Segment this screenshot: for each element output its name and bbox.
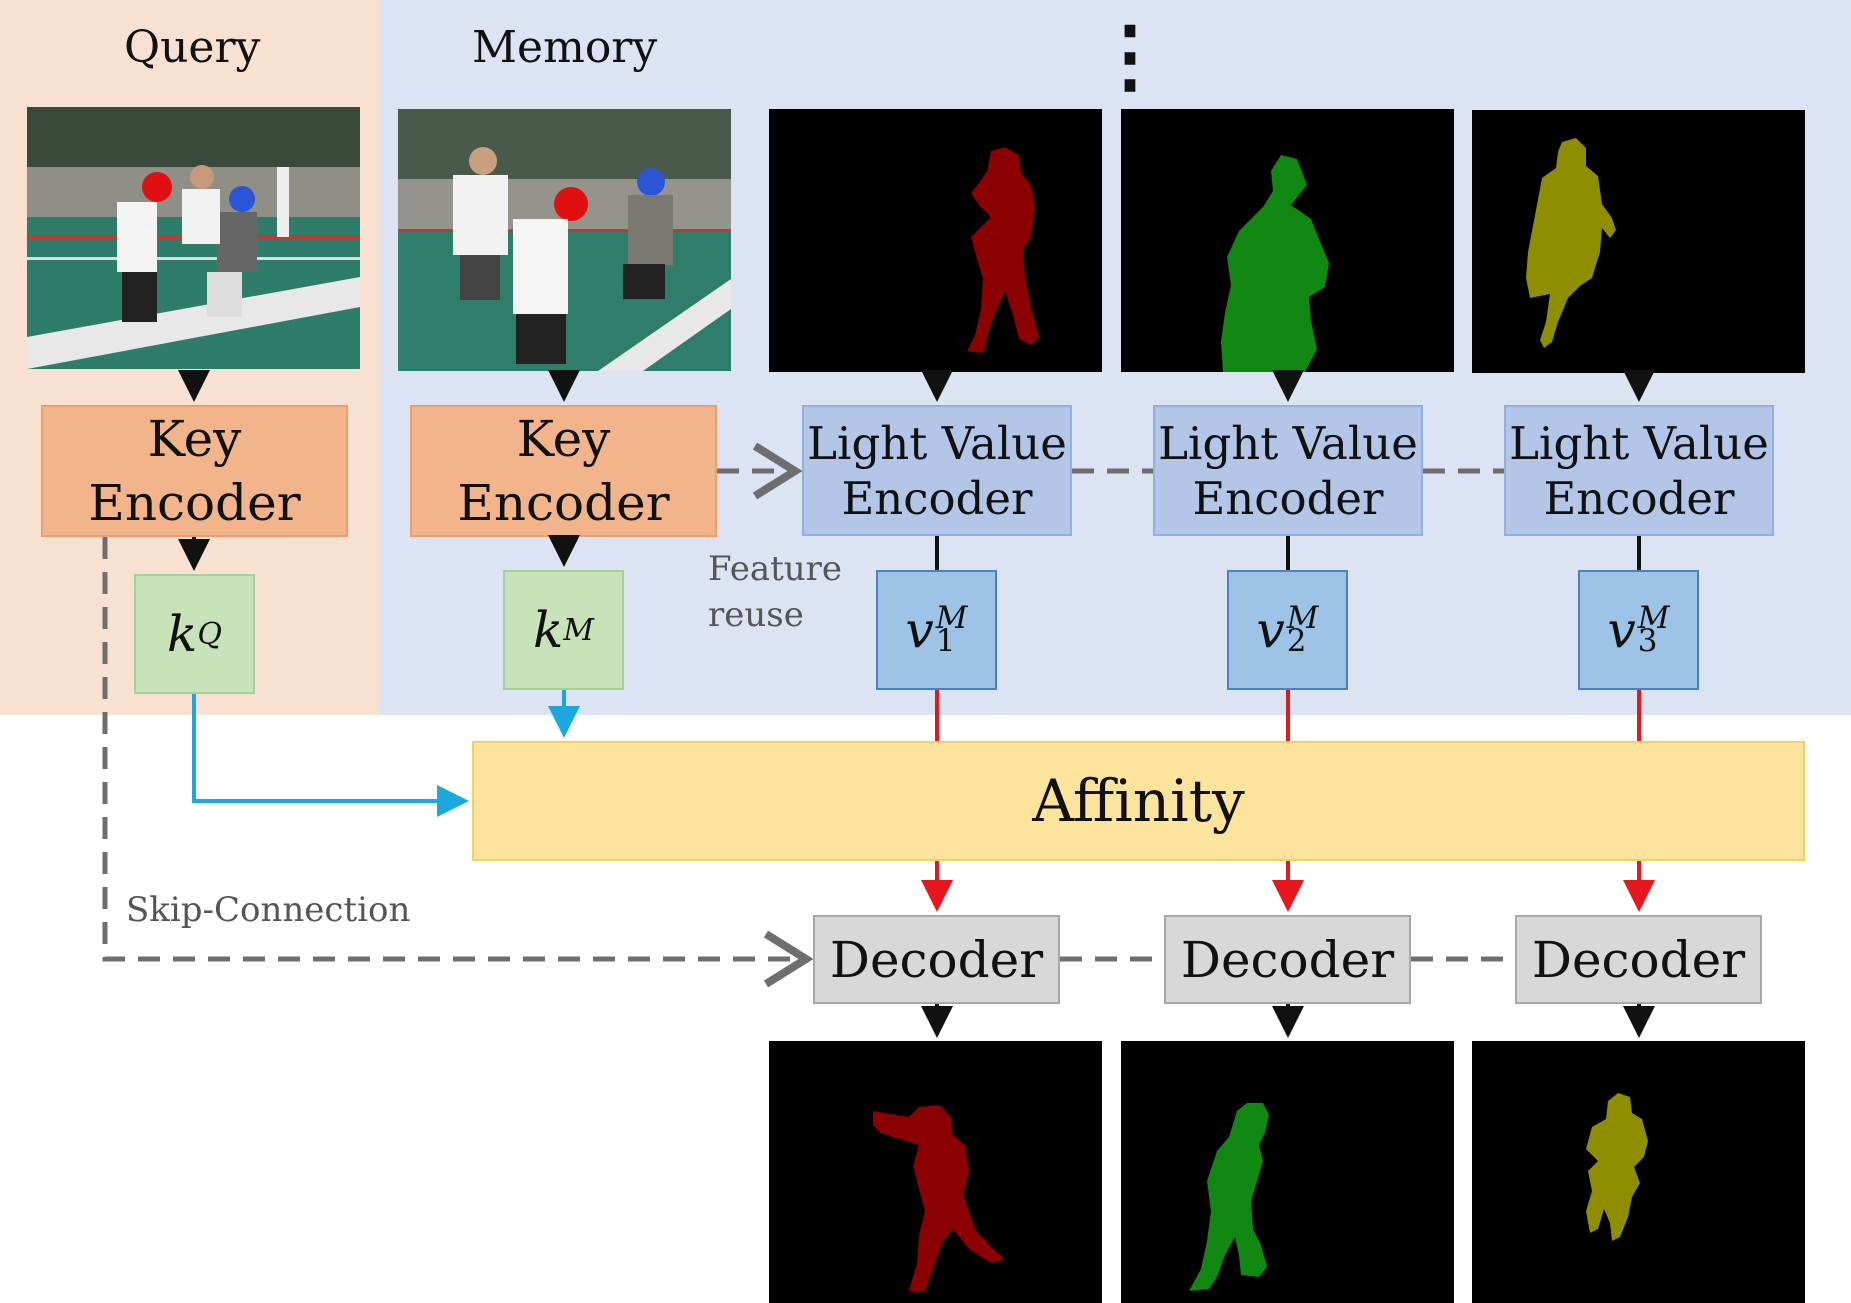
skip-connection-arrow <box>102 537 814 988</box>
key-encoder-line2: Encoder <box>457 474 670 532</box>
memory-key-encoder: Key Encoder <box>410 405 717 537</box>
affinity-block: Affinity <box>472 741 1805 861</box>
memory-mask-object-2 <box>1121 109 1454 372</box>
kq-sup: Q <box>197 616 222 652</box>
lve-line2: Encoder <box>841 471 1033 525</box>
v2-base: v <box>1256 601 1285 659</box>
lve-line1: Light Value <box>1158 416 1418 470</box>
lve-line1: Light Value <box>1509 416 1769 470</box>
query-key-encoder: Key Encoder <box>41 405 348 537</box>
light-value-encoder-1: Light Value Encoder <box>802 405 1072 536</box>
skip-connection-label: Skip-Connection <box>126 890 411 930</box>
memory-mask-object-3 <box>1472 110 1805 373</box>
v3-sub: 3 <box>1637 623 1658 659</box>
decoder-2: Decoder <box>1164 915 1411 1004</box>
query-label: Query <box>124 22 261 73</box>
key-encoder-line2: Encoder <box>88 474 301 532</box>
kq-base: k <box>167 605 198 663</box>
decoder-3: Decoder <box>1515 915 1762 1004</box>
query-frame-image <box>27 107 360 369</box>
lve-line1: Light Value <box>807 416 1067 470</box>
v2-sup: M <box>1286 599 1319 636</box>
lve-line2: Encoder <box>1192 471 1384 525</box>
dashed-connectors <box>102 442 1515 988</box>
lve-line2: Encoder <box>1543 471 1735 525</box>
v3-base: v <box>1607 601 1636 659</box>
v1-sup: M <box>935 599 968 636</box>
key-encoder-line1: Key <box>147 410 242 468</box>
key-encoder-line1: Key <box>516 410 611 468</box>
v3-sup: M <box>1637 599 1670 636</box>
v2-sub: 2 <box>1286 623 1307 659</box>
v1-sub: 1 <box>935 623 956 659</box>
feature-reuse-line1: Feature <box>708 549 843 589</box>
output-mask-object-1 <box>769 1041 1102 1303</box>
value-arrows <box>921 690 1655 912</box>
light-value-encoder-2: Light Value Encoder <box>1153 405 1423 536</box>
light-value-encoder-3: Light Value Encoder <box>1504 405 1774 536</box>
km-base: k <box>532 601 564 659</box>
arrow-kq-to-affinity <box>192 694 469 817</box>
v1-base: v <box>905 601 934 659</box>
km-sup: M <box>563 612 595 648</box>
memory-mask-object-1 <box>769 109 1102 372</box>
memory-frame-image <box>398 109 731 371</box>
feature-reuse-line2: reuse <box>708 595 804 635</box>
more-frames-ellipsis: ⋮ <box>1090 8 1170 102</box>
black-arrows <box>178 370 1655 1038</box>
decoder-1: Decoder <box>813 915 1060 1004</box>
memory-label: Memory <box>472 22 658 73</box>
feature-reuse-label: Feature reuse <box>708 546 842 638</box>
key-arrows <box>192 690 580 817</box>
output-mask-object-3 <box>1472 1041 1805 1303</box>
output-mask-object-2 <box>1121 1041 1454 1303</box>
